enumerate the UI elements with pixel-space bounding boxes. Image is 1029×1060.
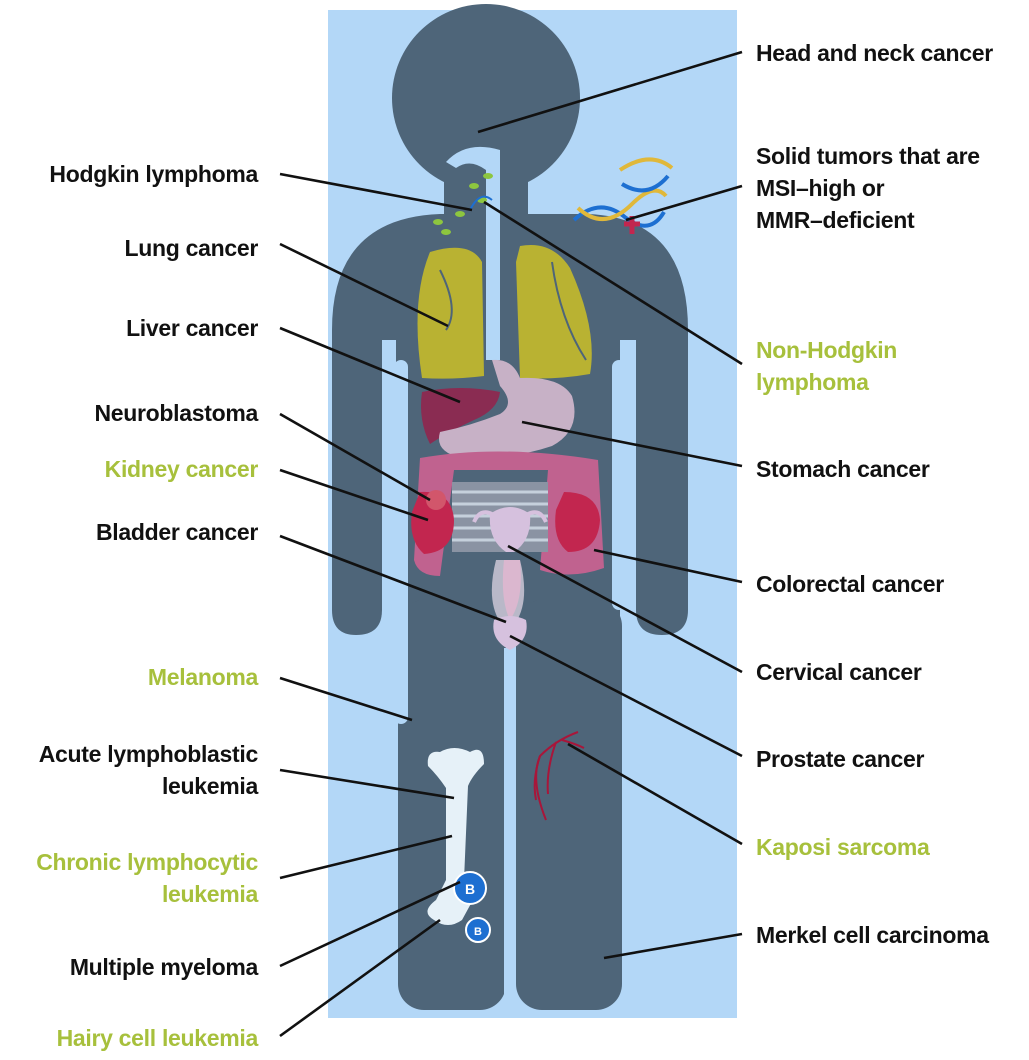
label-lung-cancer: Lung cancer [125,232,258,264]
label-melanoma: Melanoma [148,661,258,693]
label-prostate-cancer: Prostate cancer [756,743,924,775]
label-stomach-cancer: Stomach cancer [756,453,930,485]
right-arm-gap [612,360,626,610]
label-kidney-cancer: Kidney cancer [105,453,258,485]
label-chronic-lymphocytic-leukemia: Chronic lymphocytic leukemia [36,846,258,910]
label-neuroblastoma: Neuroblastoma [94,397,258,429]
label-liver-cancer: Liver cancer [126,312,258,344]
label-multiple-myeloma: Multiple myeloma [70,951,258,983]
label-head-neck-cancer: Head and neck cancer [756,37,993,69]
right-leg [516,600,622,1010]
b-cell-badge-2: B [474,926,482,938]
label-non-hodgkin-lymphoma: Non-Hodgkin lymphoma [756,334,897,398]
b-cell-badge-1: B [465,881,475,897]
label-acute-lymphoblastic-leukemia: Acute lymphoblastic leukemia [39,738,258,802]
label-bladder-cancer: Bladder cancer [96,516,258,548]
label-cervical-cancer: Cervical cancer [756,656,922,688]
label-kaposi-sarcoma: Kaposi sarcoma [756,831,930,863]
label-hodgkin-lymphoma: Hodgkin lymphoma [49,158,258,190]
label-hairy-cell-leukemia: Hairy cell leukemia [57,1022,258,1054]
left-arm-gap [394,360,408,724]
leg-gap [504,648,516,1018]
label-merkel-cell-carcinoma: Merkel cell carcinoma [756,919,989,951]
label-colorectal-cancer: Colorectal cancer [756,568,944,600]
label-solid-tumors: Solid tumors that are MSI–high or MMR–de… [756,140,980,236]
